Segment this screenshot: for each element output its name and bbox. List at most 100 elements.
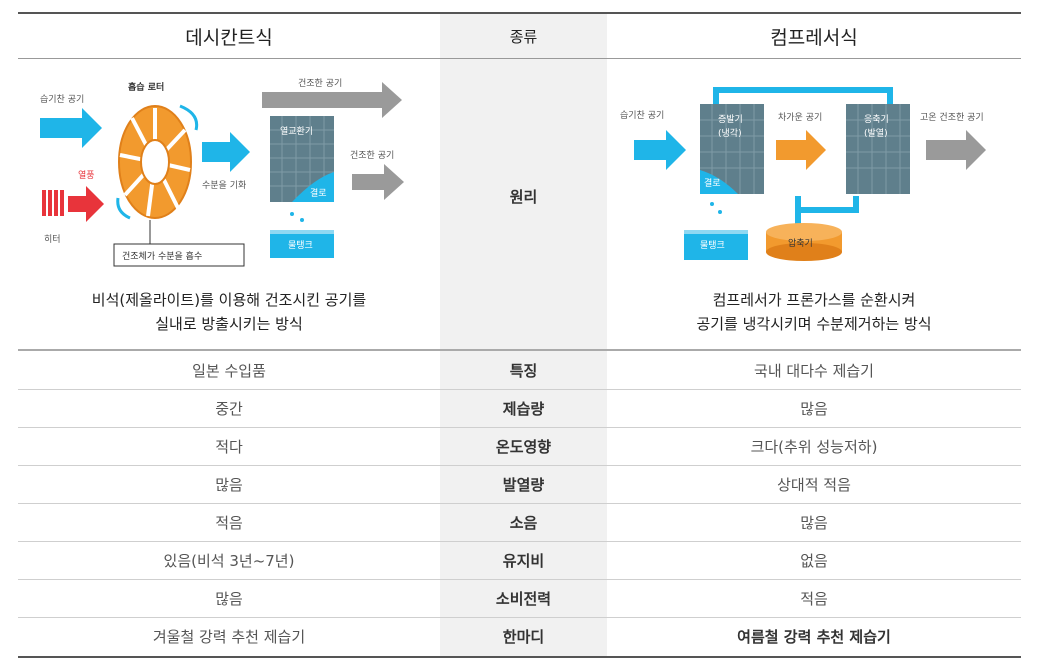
desiccant-cell: 적음 [215,513,243,532]
water-tank-label-left: 물탱크 [288,240,313,251]
desiccant-description-line2: 실내로 방출시키는 방식 [155,315,303,333]
compressor-cell: 많음 [800,399,828,418]
row-divider [18,617,1021,618]
row-divider [18,465,1021,466]
table-row: 적다 온도영향 크다(추위 성능저하) [18,427,1021,465]
category-cell: 온도영향 [495,437,552,456]
vaporize-label: 수분을 기화 [202,180,246,191]
vapor-arrow [202,132,250,172]
heater-label: 히터 [44,234,61,245]
compressor-cell: 크다(추위 성능저하) [750,437,878,456]
dry-air-top-label: 건조한 공기 [298,78,342,89]
heat-exchanger-label: 열교환기 [280,125,313,137]
refrigerant-loop-bottom [795,196,859,228]
category-cell: 특징 [509,361,538,380]
hot-dry-air-label: 고온 건조한 공기 [920,112,984,123]
table-row: 많음 발열량 상대적 적음 [18,465,1021,503]
compressor-cell: 상대적 적음 [777,475,851,494]
rotor-icon [118,105,192,219]
absorb-callout [113,243,245,267]
absorb-label: 건조체가 수분을 흡수 [122,250,202,262]
heat-arrow [68,186,104,222]
condensation-label-right: 결로 [704,178,721,189]
dry-air-mid-arrow [352,164,404,200]
heat-exchanger-icon [270,116,334,202]
compressor-title: 컴프레서식 [770,26,858,49]
category-cell: 소비전력 [495,589,552,608]
header-rule [18,58,1021,59]
desiccant-cell: 있음(비석 3년~7년) [163,551,295,570]
desiccant-cell: 많음 [215,475,243,494]
category-cell: 발열량 [502,475,545,494]
rotor-label: 흡습 로터 [128,81,164,93]
desiccant-title: 데시칸트식 [185,26,273,49]
rotation-arrow-top [179,104,199,131]
evaporator-icon [700,104,764,194]
table-row: 적음 소음 많음 [18,503,1021,541]
hot-dry-air-arrow [926,130,986,170]
rotation-arrow-bottom [116,197,131,220]
top-rule [18,12,1021,14]
condenser-icon [846,104,910,194]
desiccant-cell: 적다 [215,437,243,456]
water-tank-right [684,230,748,260]
compressor-label: 압축기 [788,237,813,249]
humid-air-arrow [40,108,102,148]
heat-label: 열풍 [78,170,95,181]
category-cell: 유지비 [502,551,545,570]
principle-rule [18,349,1021,351]
compressor-diagram: 습기찬 공기 증발기 (냉각) 결로 차가운 공기 [620,87,986,261]
water-drops-left [290,212,304,222]
dry-air-mid-label: 건조한 공기 [350,150,394,161]
row-divider [18,427,1021,428]
humid-air-label-right: 습기찬 공기 [620,110,664,121]
compressor-cell: 없음 [800,551,828,570]
compressor-description-line2: 공기를 냉각시키며 수분제거하는 방식 [696,315,932,333]
water-tank-label-right: 물탱크 [700,240,725,251]
bottom-rule [18,656,1021,658]
desiccant-description: 비석(제올라이트)를 이용해 건조시킨 공기를 실내로 방출시키는 방식 [18,288,440,336]
row-divider [18,541,1021,542]
dry-air-top-arrow [262,82,402,118]
compressor-cell: 여름철 강력 추천 제습기 [737,627,891,646]
principle-label: 원리 [509,188,538,206]
category-cell: 한마디 [502,627,545,646]
desiccant-cell: 겨울철 강력 추천 제습기 [152,627,306,646]
humid-air-label: 습기찬 공기 [40,94,84,105]
humid-air-arrow-right [634,130,686,170]
condenser-label: 응축기 [864,114,889,125]
desiccant-cell: 일본 수입품 [192,361,266,380]
compressor-description-line1: 컴프레서가 프론가스를 순환시켜 [712,291,916,309]
water-tank-left [270,230,334,258]
row-divider [18,389,1021,390]
water-drops-right [710,202,722,214]
middle-column-background [440,14,607,656]
compressor-cell: 국내 대다수 제습기 [754,361,874,380]
table-row: 일본 수입품 특징 국내 대다수 제습기 [18,351,1021,389]
heater-icon [42,190,64,216]
category-cell: 소음 [509,513,538,532]
type-title: 종류 [509,27,538,46]
compressor-icon [766,223,842,261]
compressor-description: 컴프레서가 프론가스를 순환시켜 공기를 냉각시키며 수분제거하는 방식 [607,288,1021,336]
table-row: 겨울철 강력 추천 제습기 한마디 여름철 강력 추천 제습기 [18,617,1021,655]
table-row: 있음(비석 3년~7년) 유지비 없음 [18,541,1021,579]
evaporator-label: 증발기 [718,114,743,125]
table-row: 많음 소비전력 적음 [18,579,1021,617]
cold-air-label: 차가운 공기 [778,111,822,123]
refrigerant-loop-top [713,87,893,104]
table-row: 중간 제습량 많음 [18,389,1021,427]
evaporator-sub-label: (냉각) [718,127,742,139]
desiccant-description-line1: 비석(제올라이트)를 이용해 건조시킨 공기를 [91,291,367,309]
row-divider [18,503,1021,504]
category-cell: 제습량 [502,399,545,418]
compressor-cell: 적음 [800,589,828,608]
desiccant-cell: 많음 [215,589,243,608]
cold-air-arrow [776,130,826,170]
condenser-sub-label: (발열) [864,128,888,139]
row-divider [18,579,1021,580]
desiccant-diagram: 습기찬 공기 열풍 히터 흡습 로터 [40,78,404,267]
compressor-cell: 많음 [800,513,828,532]
desiccant-cell: 중간 [215,399,243,418]
